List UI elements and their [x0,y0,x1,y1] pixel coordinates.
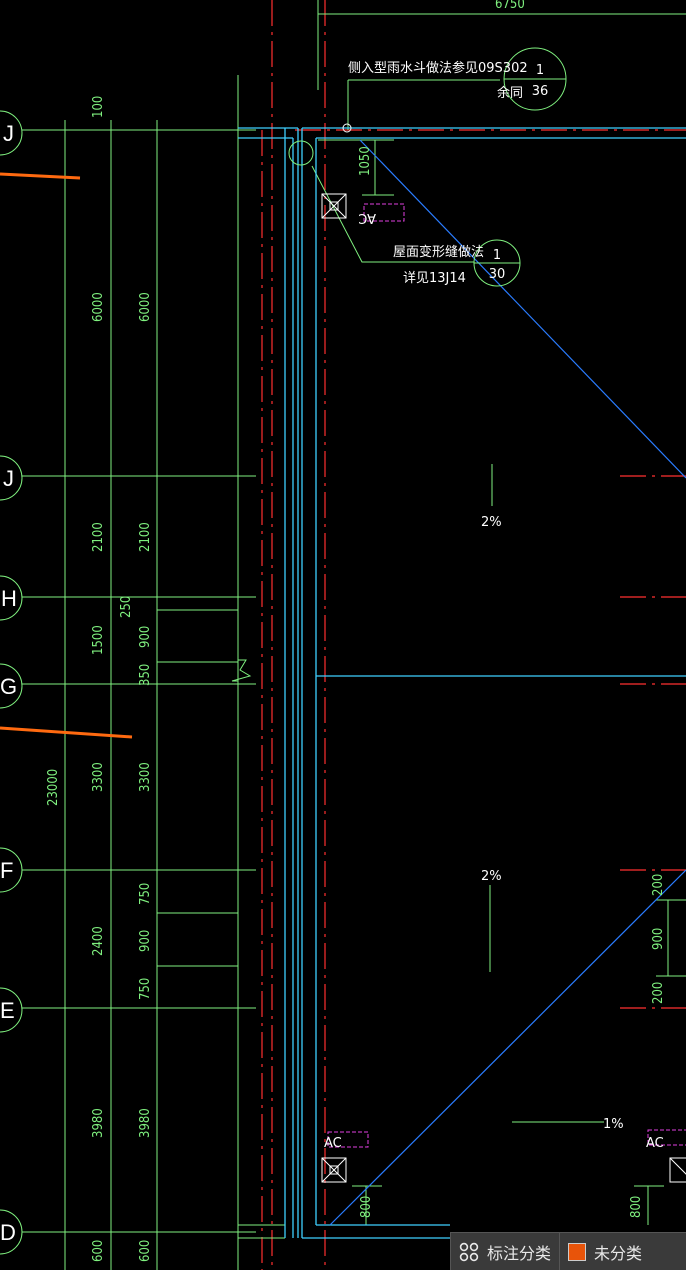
slope-label-3: 1% [603,1117,624,1132]
note-rain-hopper: 侧入型雨水斗做法参见09S302 [348,60,528,76]
orange-lines [0,172,133,739]
dim-inner-3c: 350 [138,664,153,686]
axis-label-J2: J [3,466,14,491]
note-rain-hopper-sub: 余同 [497,85,523,101]
rain-hopper-icons [321,123,686,1183]
dim-inner-6: 3980 [138,1108,153,1138]
dim-inner-5a: 750 [138,883,153,905]
hopper-tag-2: AC [324,1136,342,1151]
dim-outer-6: 3980 [91,1108,106,1138]
dim-inner-7: 600 [138,1240,153,1262]
wall-lines [238,127,686,1239]
unclassified-color-swatch [568,1242,587,1261]
annotation-classify-button[interactable]: 标注分类 [451,1233,559,1270]
hopper-tag-3: AC [646,1136,664,1151]
dim-inner-3b: 900 [138,626,153,648]
dim-right-b: 900 [651,928,666,950]
dim-inner-5b: 900 [138,930,153,952]
dim-outer-5: 2400 [91,926,106,956]
dim-outer-top: 100 [91,96,106,118]
dim-inner-5c: 750 [138,978,153,1000]
axis-bubbles [0,47,567,1255]
axis-label-G: G [0,674,17,699]
dim-inner-1: 6000 [138,292,153,322]
axis-label-D: D [0,1220,16,1245]
note-joint: 屋面变形缝做法 [393,244,484,260]
dim-right-c: 200 [651,982,666,1004]
ref-30-bottom: 30 [489,267,506,282]
unclassified-label: 未分类 [594,1243,643,1263]
grid-four-icon [459,1242,479,1261]
dim-right-a: 200 [651,874,666,896]
axis-label-H: H [1,586,17,611]
slope-label-1: 2% [481,515,502,530]
unclassified-button[interactable]: 未分类 [559,1233,650,1270]
axis-lines [261,0,686,1270]
axis-label-J: J [3,121,14,146]
annotation-status-bar: 标注分类 未分类 [450,1232,686,1270]
note-joint-sub: 详见13J14 [403,271,466,286]
dim-inner-3a: 250 [119,596,134,618]
ref-36-top: 1 [536,63,544,78]
dim-hopper-offset: 1050 [358,146,373,176]
grid-lines [22,0,686,1270]
slope-diagonals [329,139,686,1226]
ref-36-bottom: 36 [532,84,549,99]
slope-label-2: 2% [481,869,502,884]
hopper-tag-1: AC [358,210,376,225]
dim-outer-total: 23000 [46,769,61,806]
dim-inner-4: 3300 [138,762,153,792]
dim-bottom-right: 800 [629,1196,644,1218]
hopper-tag-marks [327,203,686,1148]
dim-outer-3: 1500 [91,625,106,655]
dim-inner-2: 2100 [138,522,153,552]
dim-bottom-left: 800 [359,1196,374,1218]
dim-outer-7: 600 [91,1240,106,1262]
dim-overall-width: 6750 [495,0,525,12]
axis-label-F: F [0,858,13,883]
axis-label-E: E [0,998,15,1023]
dim-outer-1: 6000 [91,292,106,322]
dim-outer-4: 3300 [91,762,106,792]
ref-30-top: 1 [493,248,501,263]
dim-outer-2: 2100 [91,522,106,552]
annotation-classify-label: 标注分类 [487,1243,552,1263]
